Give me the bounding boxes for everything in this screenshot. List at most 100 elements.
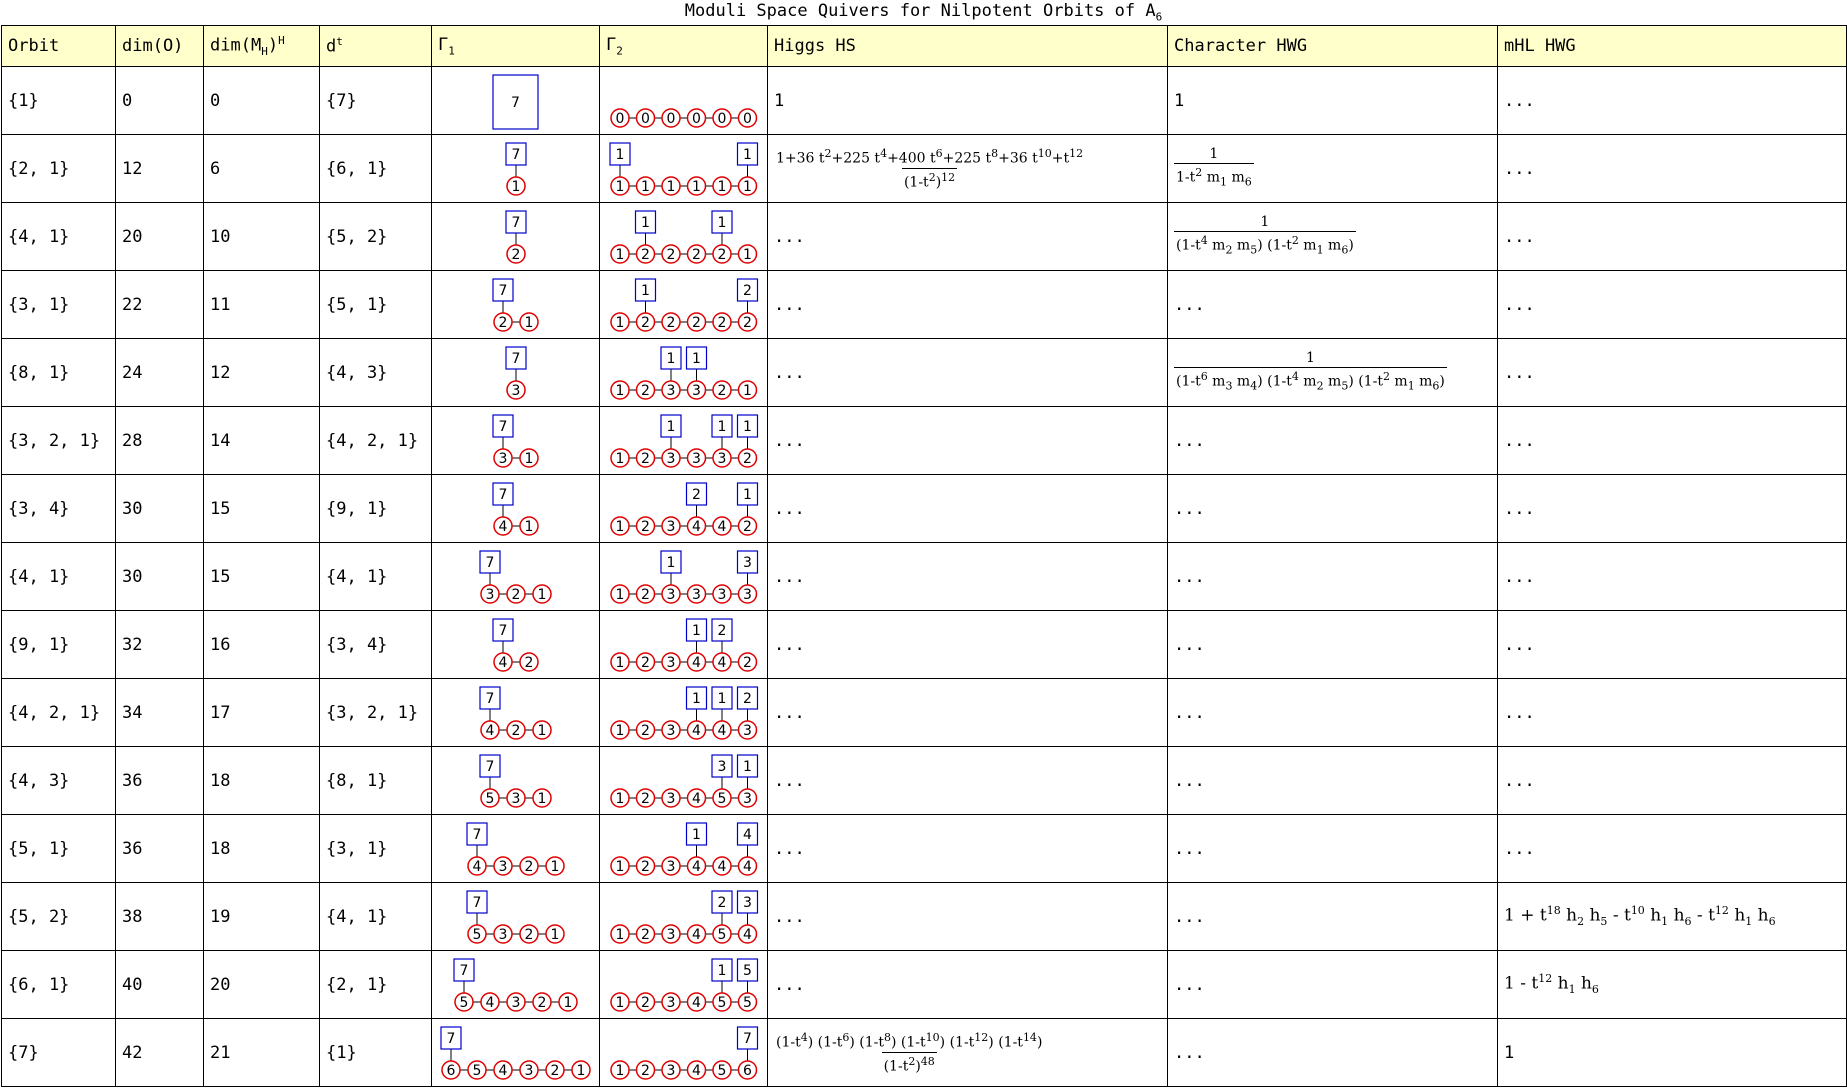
svg-text:1: 1: [743, 419, 752, 435]
dim-mh-cell: 11: [203, 270, 320, 339]
gauge-node: 3: [737, 787, 758, 808]
dim-mh-cell: 14: [203, 406, 320, 475]
higgs-hs-cell: ...: [767, 270, 1168, 339]
dt-cell: {3, 4}: [319, 610, 432, 679]
svg-text:4: 4: [499, 1063, 508, 1079]
gauge-node: 3: [712, 583, 732, 604]
svg-text:1: 1: [692, 691, 701, 707]
flavor-node: 3: [736, 549, 759, 574]
svg-text:7: 7: [473, 895, 482, 911]
flavor-node: 1: [711, 413, 733, 438]
dim-o-cell: 20: [115, 202, 204, 271]
svg-text:3: 3: [667, 791, 676, 807]
gauge-node: 1: [610, 379, 630, 400]
gauge-node: 2: [519, 923, 539, 944]
svg-text:1: 1: [616, 723, 625, 739]
svg-text:4: 4: [718, 519, 727, 535]
gauge-node: 1: [635, 175, 656, 196]
gauge-node: 4: [493, 1059, 513, 1080]
svg-text:2: 2: [641, 247, 650, 263]
flavor-node: 1: [609, 141, 631, 166]
dim-mh-cell: 20: [203, 950, 320, 1019]
svg-text:3: 3: [499, 859, 508, 875]
svg-text:1: 1: [667, 555, 676, 571]
character-hwg-cell: ...: [1167, 746, 1498, 815]
svg-text:2: 2: [743, 519, 752, 535]
svg-text:1: 1: [718, 963, 727, 979]
svg-text:0: 0: [616, 111, 625, 127]
gauge-node: 4: [480, 991, 500, 1012]
svg-text:7: 7: [499, 419, 508, 435]
svg-text:3: 3: [667, 451, 676, 467]
gauge-node: 3: [661, 787, 681, 808]
svg-text:2: 2: [525, 859, 534, 875]
gauge-node: 1: [610, 991, 630, 1012]
svg-text:7: 7: [460, 963, 469, 979]
gauge-node: 4: [686, 719, 707, 740]
mhl-hwg-cell: ...: [1497, 542, 1847, 611]
gauge-node: 2: [712, 243, 732, 264]
gauge-node: 5: [480, 787, 500, 808]
svg-text:1: 1: [538, 791, 547, 807]
higgs-hs-cell: ...: [767, 950, 1168, 1019]
flavor-node: 2: [736, 277, 759, 302]
svg-text:1: 1: [692, 179, 701, 195]
orbit-cell: {2, 1}: [1, 134, 116, 203]
gauge-node: 3: [686, 447, 707, 468]
dim-o-cell: 36: [115, 746, 204, 815]
flavor-node: 1: [685, 617, 708, 642]
character-hwg-cell: ...: [1167, 1018, 1498, 1087]
svg-text:6: 6: [743, 1063, 752, 1079]
flavor-node: 4: [736, 821, 759, 846]
higgs-hs-cell: ...: [767, 678, 1168, 747]
gauge-node: 0: [661, 107, 681, 128]
col-header-dim-mh: dim(MH)H: [203, 25, 320, 67]
gauge-node: 3: [661, 447, 681, 468]
svg-text:1: 1: [692, 827, 701, 843]
svg-text:4: 4: [743, 927, 752, 943]
svg-text:5: 5: [473, 1063, 482, 1079]
svg-text:2: 2: [743, 691, 752, 707]
higgs-hs-cell: 1+36 t2+225 t4+400 t6+225 t8+36 t10+t12(…: [767, 134, 1168, 203]
dt-cell: {4, 1}: [319, 882, 432, 951]
dim-o-cell: 0: [115, 66, 204, 135]
dim-o-cell: 12: [115, 134, 204, 203]
svg-text:2: 2: [743, 451, 752, 467]
flavor-node: 1: [634, 277, 657, 302]
gauge-node: 2: [635, 447, 656, 468]
svg-text:1: 1: [616, 179, 625, 195]
flavor-node: 1: [685, 821, 708, 846]
orbit-cell: {1}: [1, 66, 116, 135]
svg-text:4: 4: [692, 655, 701, 671]
character-hwg-cell: ...: [1167, 882, 1498, 951]
flavor-node: 5: [736, 957, 759, 982]
higgs-hs-cell: ...: [767, 474, 1168, 543]
orbit-cell: {3, 2, 1}: [1, 406, 116, 475]
dim-mh-cell: 21: [203, 1018, 320, 1087]
svg-text:2: 2: [641, 723, 650, 739]
svg-text:2: 2: [641, 1063, 650, 1079]
dt-cell: {5, 1}: [319, 270, 432, 339]
svg-text:2: 2: [512, 587, 521, 603]
gauge-node: 6: [737, 1059, 758, 1080]
svg-text:1: 1: [692, 351, 701, 367]
gauge-node: 2: [635, 923, 656, 944]
svg-text:0: 0: [667, 111, 676, 127]
svg-text:5: 5: [460, 995, 469, 1011]
character-hwg-cell: 1: [1167, 66, 1498, 135]
gauge-node: 1: [532, 583, 552, 604]
svg-text:3: 3: [499, 451, 508, 467]
